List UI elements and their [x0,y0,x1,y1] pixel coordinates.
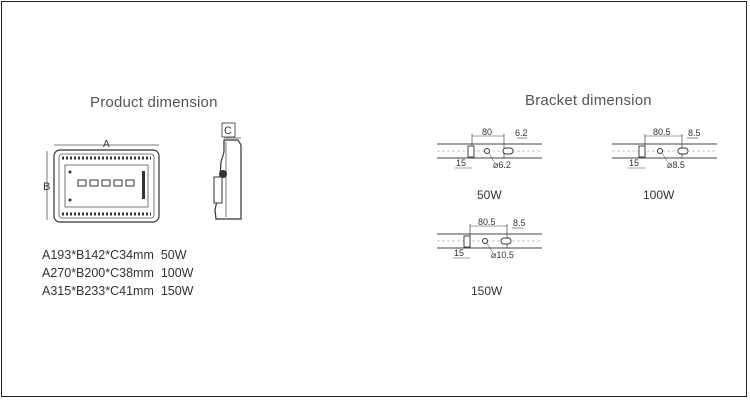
spec-line-100w: A270*B200*C38mm 100W [42,266,194,280]
span-dimension: 80.5 [653,127,671,137]
slot-dimension: 6.2 [515,128,528,138]
bracket-drawing-100w: 80.5 8.5 15 ⌀8.5 [612,127,717,170]
slot-dimension: 8.5 [513,218,526,228]
offset-dimension: 15 [456,158,466,168]
hole-diameter: ⌀6.2 [493,160,511,170]
dimension-label-b: B [43,181,51,193]
bracket-dimension-title: Bracket dimension [525,92,652,109]
floodlight-side-view: C [213,122,242,220]
hole-diameter: ⌀8.5 [667,160,685,170]
spec-line-150w: A315*B233*C41mm 150W [42,284,194,298]
offset-dimension: 15 [629,158,639,168]
dimension-label-c: C [224,125,232,137]
slot-dimension: 8.5 [688,128,701,138]
dimension-label-a: A [103,139,110,150]
offset-dimension: 15 [454,248,464,258]
product-dimension-title: Product dimension [90,94,218,111]
bracket-label-150w: 150W [471,284,503,298]
bracket-label-50w: 50W [477,188,502,202]
spec-line-50w: A193*B142*C34mm 50W [42,248,187,262]
span-dimension: 80 [482,127,492,137]
hole-diameter: ⌀10.5 [491,250,514,260]
bracket-label-100w: 100W [643,188,675,202]
bracket-drawing-150w: 80.5 8.5 15 ⌀10.5 [437,217,542,260]
bracket-drawing-50w: 80 6.2 15 ⌀6.2 [437,127,542,170]
span-dimension: 80.5 [478,217,496,227]
floodlight-front-view: A [46,139,160,223]
